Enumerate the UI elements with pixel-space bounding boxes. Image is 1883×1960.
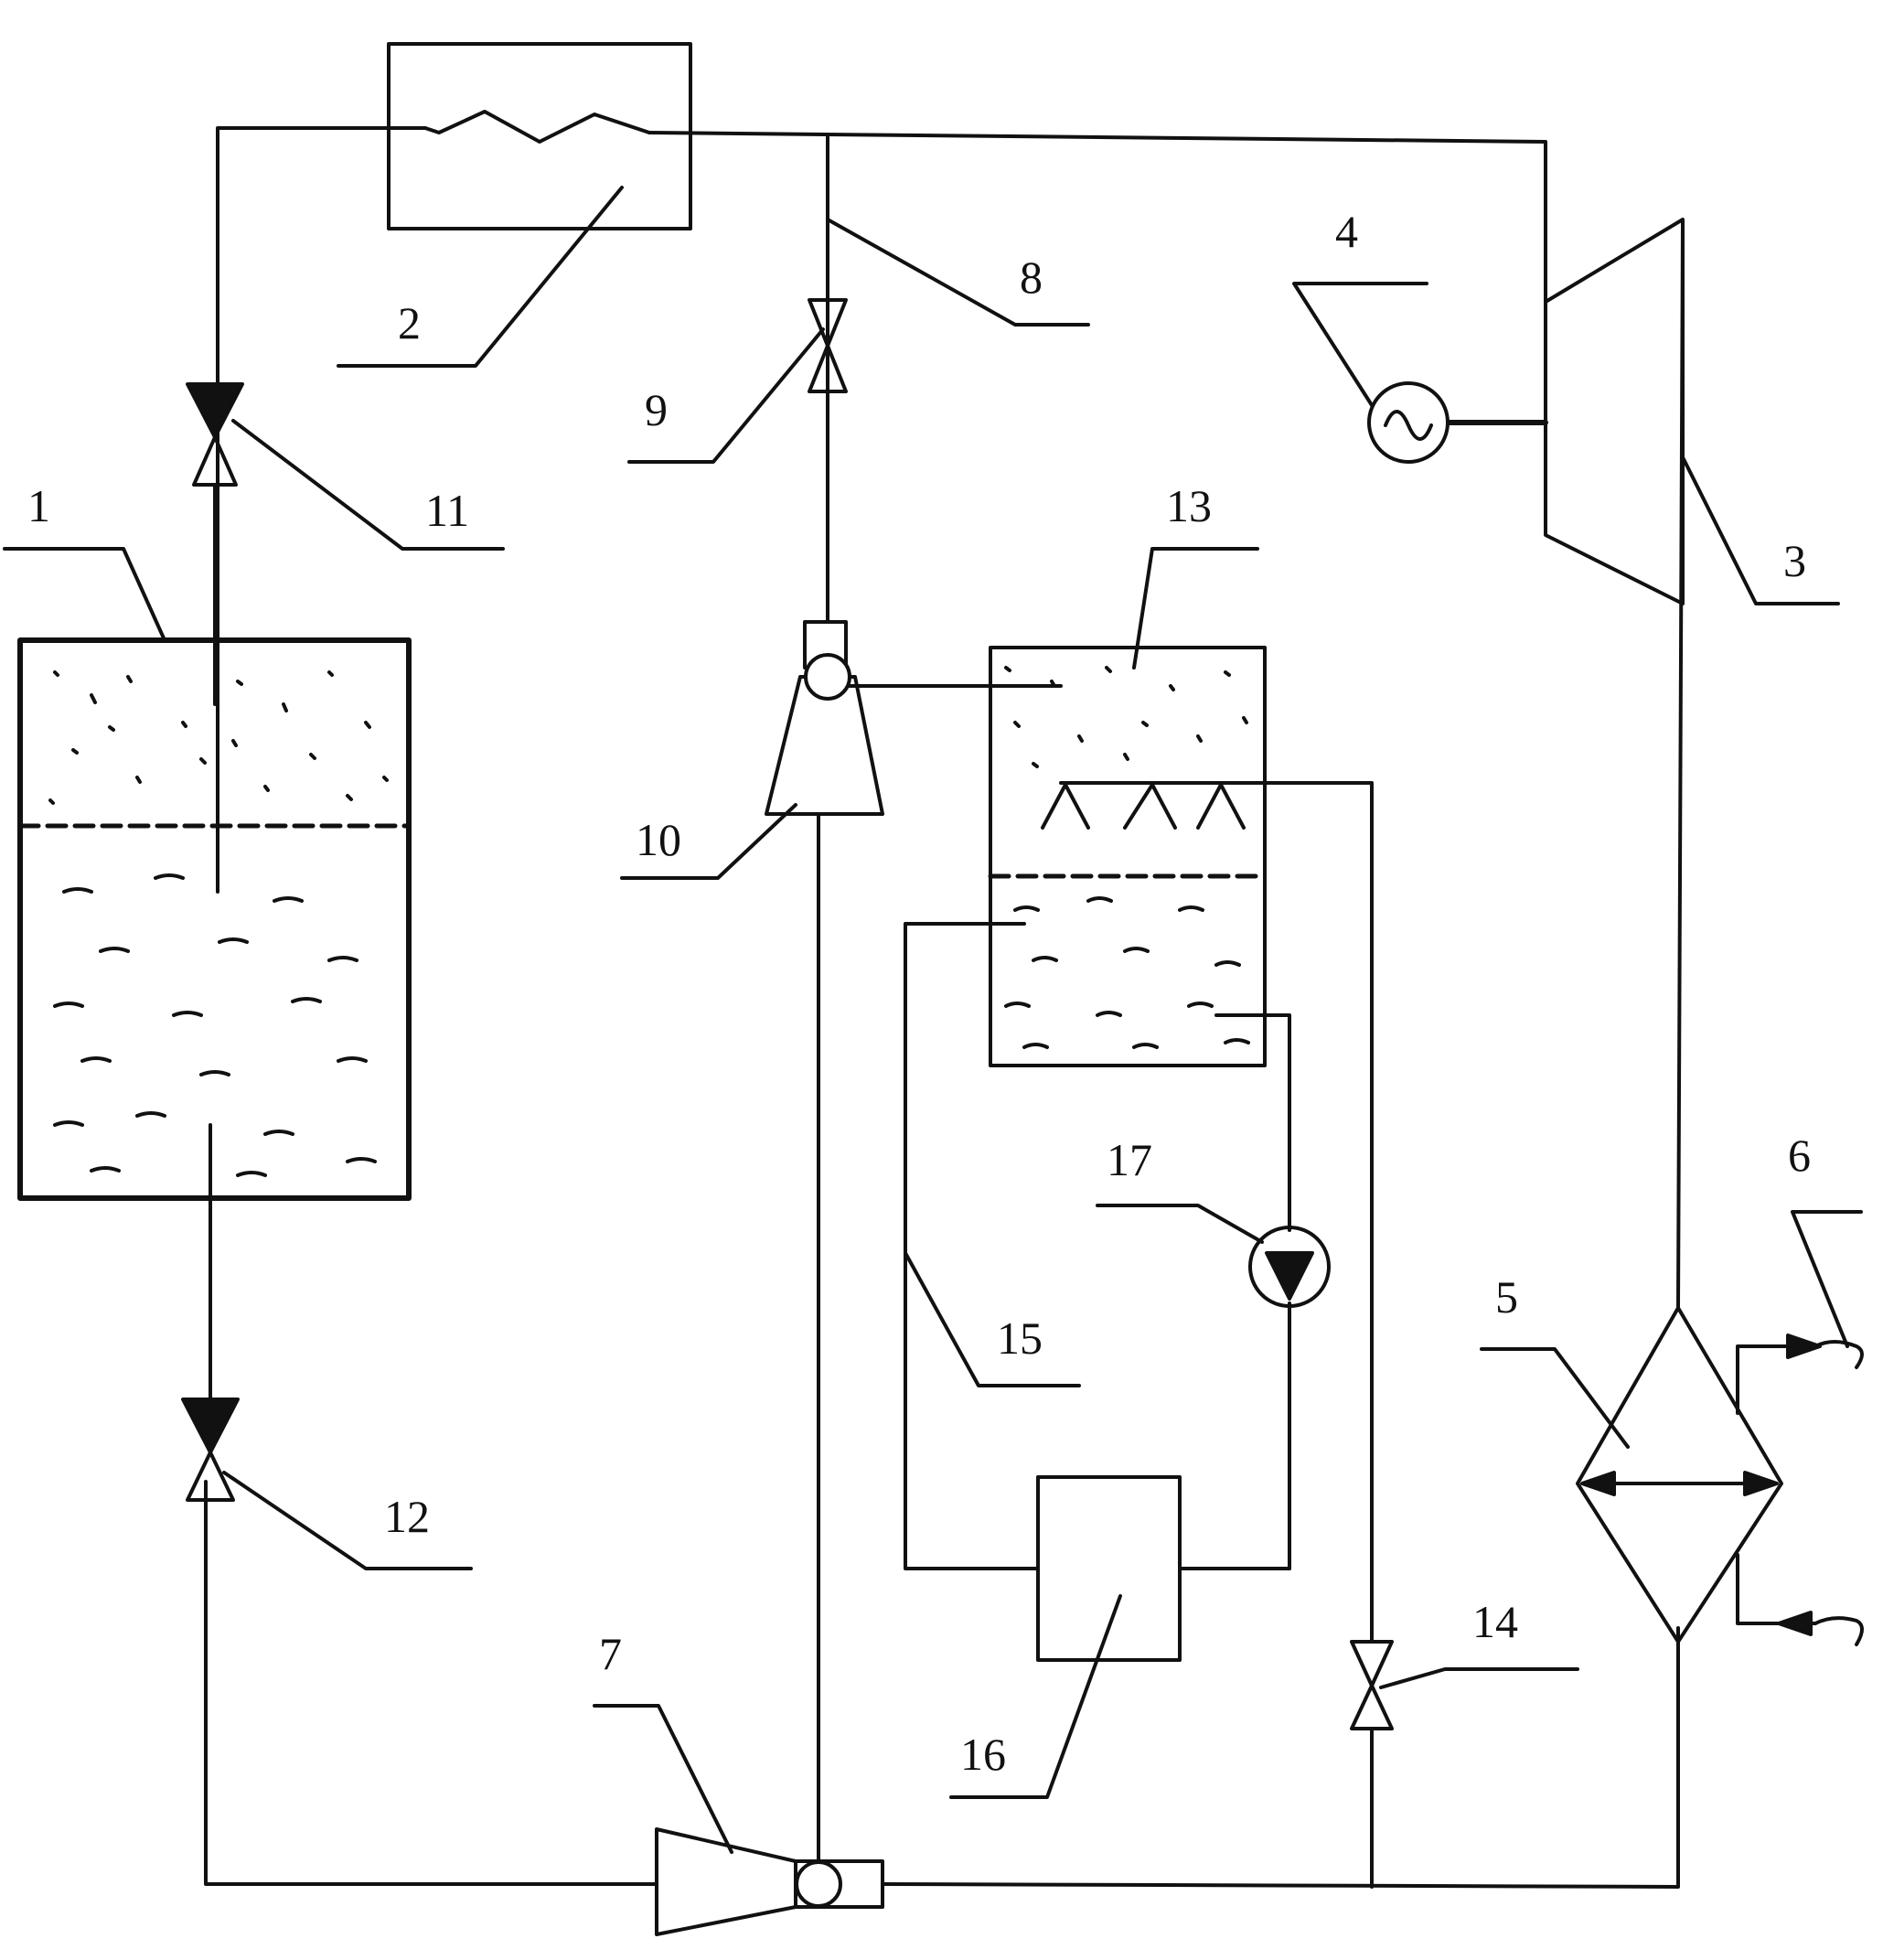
spray-pipe <box>1061 783 1372 1642</box>
exchanger-in-tail <box>1815 1618 1862 1644</box>
separator-liquid-marks <box>1006 898 1248 1047</box>
bottom-left-pipe <box>206 1482 657 1884</box>
label-7: 7 <box>599 1628 622 1679</box>
labels: 1 2 3 4 5 6 7 8 9 10 11 12 13 14 15 16 1… <box>27 206 1811 1780</box>
separator-13 <box>990 648 1265 1066</box>
label-11: 11 <box>425 485 469 536</box>
piping <box>206 128 1862 1887</box>
label-3: 3 <box>1783 535 1806 586</box>
label-4: 4 <box>1335 206 1358 257</box>
label-13: 13 <box>1166 480 1212 531</box>
leaders <box>5 187 1861 1852</box>
exchanger-out-arrow <box>1788 1335 1820 1357</box>
exchanger-arrow-left <box>1582 1473 1614 1494</box>
label-8: 8 <box>1020 252 1043 303</box>
tank-1 <box>20 640 409 1198</box>
spray-nozzle-3 <box>1198 785 1244 828</box>
exchanger-arrow-right <box>1745 1473 1777 1494</box>
line-15-pipe <box>905 924 1038 1569</box>
label-17: 17 <box>1107 1134 1152 1185</box>
label-6: 6 <box>1788 1130 1811 1181</box>
label-5: 5 <box>1495 1271 1518 1323</box>
spray-nozzle-1 <box>1043 785 1088 828</box>
turbine-3 <box>1546 220 1683 604</box>
pump-arrow-icon <box>1267 1253 1312 1299</box>
label-10: 10 <box>636 814 681 865</box>
label-16: 16 <box>960 1729 1006 1780</box>
label-1: 1 <box>27 480 50 531</box>
exchanger-in-arrow <box>1779 1612 1811 1634</box>
separator-to-pump-pipe <box>1216 1015 1289 1230</box>
exchanger-out-pipe <box>1738 1346 1815 1413</box>
label-15: 15 <box>997 1312 1043 1364</box>
heater-2 <box>389 44 690 229</box>
generator-4 <box>1369 383 1448 462</box>
label-9: 9 <box>645 384 668 435</box>
valve-12 <box>183 1399 238 1500</box>
label-12: 12 <box>384 1491 430 1542</box>
label-14: 14 <box>1472 1596 1518 1647</box>
top-pipe-right <box>649 133 1546 302</box>
ejector-10 <box>766 622 883 814</box>
heat-exchanger-5 <box>1578 1308 1781 1642</box>
ejector-7 <box>657 1829 883 1934</box>
label-2: 2 <box>398 297 421 348</box>
tank-liquid-marks <box>55 875 375 1175</box>
pump-17 <box>1250 1227 1329 1306</box>
top-pipe <box>218 128 425 892</box>
valve-11 <box>187 384 242 485</box>
heater-coil <box>425 112 649 142</box>
exchanger-out-tail <box>1815 1342 1862 1367</box>
generator-sine-icon <box>1386 412 1431 439</box>
spray-nozzle-2 <box>1125 785 1175 828</box>
separator-vapor-specks <box>1006 668 1246 766</box>
